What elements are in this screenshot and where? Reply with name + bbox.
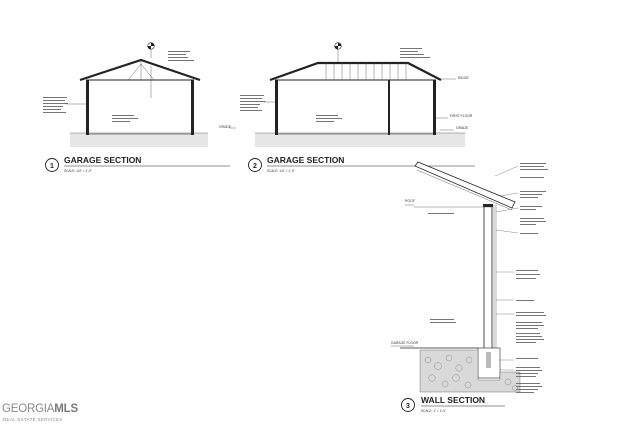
section-number: 3 [406, 403, 410, 410]
section-number: 2 [253, 163, 257, 170]
roof-rafters [325, 63, 407, 80]
section-number-badge [248, 158, 262, 172]
garage-floor-label: GARAGE FLOOR [391, 341, 419, 345]
watermark-subtitle: REAL ESTATE SERVICES [3, 417, 63, 422]
section-scale: SCALE: 1/4" = 1'-0" [64, 169, 92, 173]
grade-label: GRADE [219, 125, 232, 129]
rafter-underside [416, 169, 513, 211]
roof-outline [269, 61, 442, 82]
note-leaders [494, 165, 519, 371]
anchor-bolt [486, 352, 491, 368]
web-right [140, 63, 155, 81]
section-number: 1 [50, 163, 54, 170]
watermark-logo: GEORGIAMLS [2, 403, 78, 415]
note-lines [240, 48, 430, 122]
right-wall [433, 80, 436, 135]
wall-section-drawing: ROOF GARAGE FLOOR [391, 161, 548, 393]
top-plate [483, 204, 493, 207]
section-scale: SCALE: 1/4" = 1'-0" [267, 169, 295, 173]
soil-fill [419, 349, 521, 393]
left-wall [275, 80, 278, 135]
section-title-1: 1 GARAGE SECTION SCALE: 1/4" = 1'-0" [45, 155, 230, 173]
ridge-marker-quadrant [151, 42, 155, 46]
watermark-right: MLS [54, 403, 78, 415]
note-lines [43, 51, 194, 122]
section-title: GARAGE SECTION [267, 155, 344, 165]
garage-section-2-drawing: RIDGE FIRST FLOOR GRADE [240, 42, 473, 147]
georgia-mls-watermark: GEORGIAMLS REAL ESTATE SERVICES [0, 401, 78, 427]
interior-wall [388, 80, 390, 135]
wall-section-notes [428, 163, 548, 393]
roof-label: ROOF [405, 199, 415, 203]
section-title: GARAGE SECTION [64, 155, 141, 165]
section-number-badge [45, 158, 59, 172]
gravel-pattern [424, 354, 518, 391]
section-title-2: 2 GARAGE SECTION SCALE: 1/4" = 1'-0" [248, 155, 475, 173]
watermark-left: GEORGIA [2, 403, 55, 415]
roof-rafter [414, 161, 516, 209]
web-left [127, 63, 142, 81]
left-wall [86, 80, 89, 135]
garage-section-1-drawing: GRADE [43, 42, 236, 147]
section-title: WALL SECTION [421, 395, 485, 405]
first-floor-label: FIRST FLOOR [450, 114, 473, 118]
grade-label: GRADE [456, 126, 469, 130]
ridge-marker-quadrant [147, 46, 151, 50]
ridge-marker-quadrant [334, 46, 338, 50]
ground-fill [255, 133, 465, 147]
roof-outline [79, 58, 201, 82]
section-scale: SCALE: 1" = 1'-0" [421, 409, 446, 413]
ground-fill [70, 133, 208, 147]
section-number-badge [401, 398, 415, 412]
ridge-marker-quadrant [338, 42, 342, 46]
ridge-label: RIDGE [458, 76, 469, 80]
right-wall [191, 80, 194, 135]
section-title-3: 3 WALL SECTION SCALE: 1" = 1'-0" [401, 395, 505, 413]
